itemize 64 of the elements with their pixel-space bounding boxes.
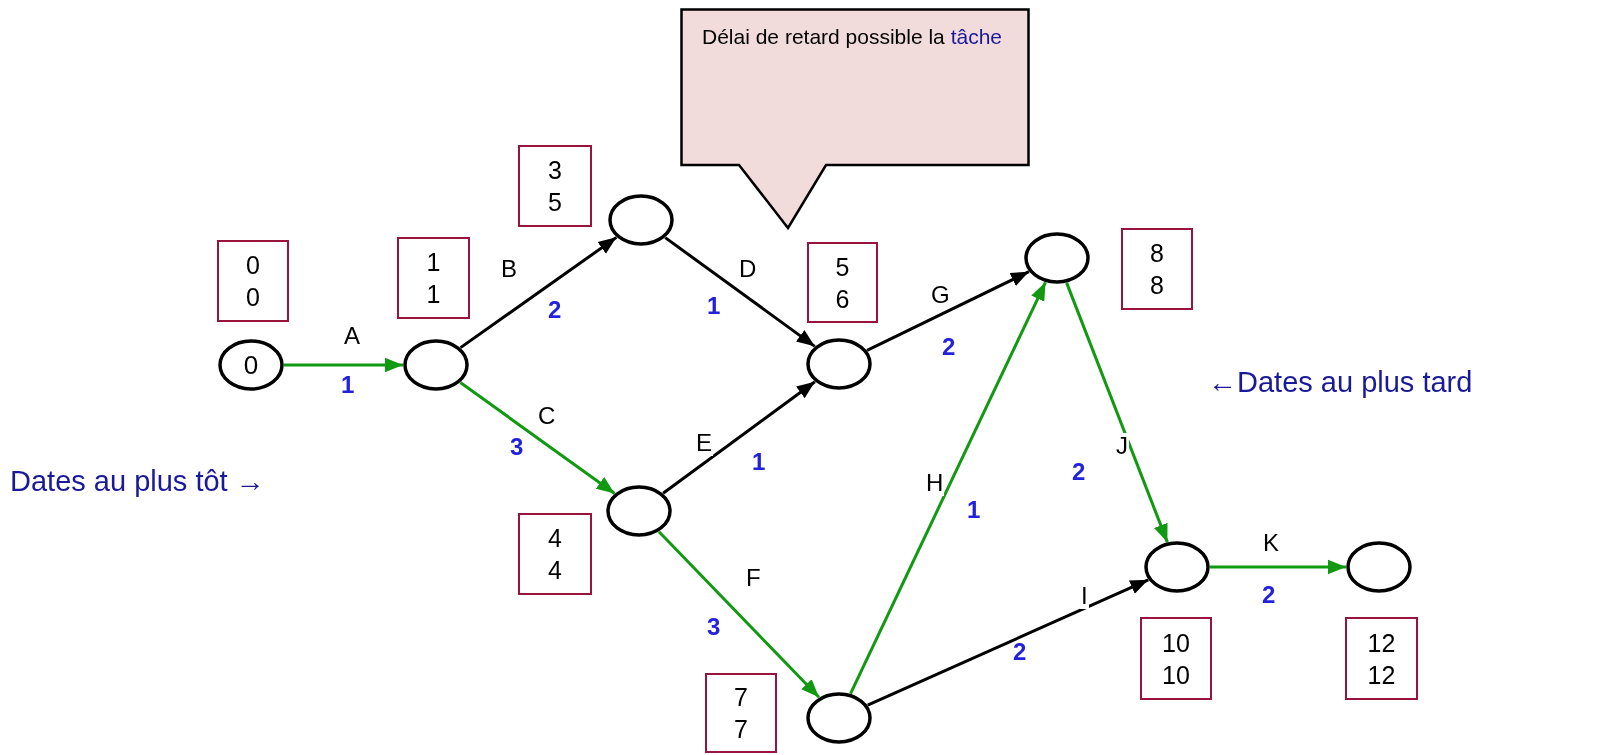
date-box [1345, 617, 1418, 700]
arrow [1065, 282, 1169, 543]
duration-label: 2 [1262, 580, 1276, 610]
duration-label: 1 [341, 370, 355, 400]
event-circle [1024, 232, 1090, 284]
duration-label: 2 [548, 295, 562, 325]
event-circle [403, 339, 469, 391]
callout-bubble [680, 8, 1030, 230]
annotation-text: ←Dates au plus tard [1208, 367, 1473, 397]
date-value: 0 [246, 282, 260, 313]
date-value: 12 [1367, 627, 1396, 659]
arrow [664, 236, 816, 348]
date-box [397, 237, 470, 319]
arrow [459, 236, 618, 349]
date-box [807, 242, 878, 323]
date-value: 1 [426, 279, 441, 310]
arrow [459, 381, 616, 495]
date-value: 5 [835, 251, 850, 283]
date-value: 7 [734, 714, 748, 745]
date-value: 8 [1150, 270, 1164, 301]
date-value: 8 [1150, 238, 1164, 269]
arrow [657, 530, 821, 699]
duration-label: 2 [942, 332, 956, 362]
date-value: 1 [426, 247, 441, 278]
date-value: 0 [246, 250, 260, 281]
date-value: 10 [1162, 659, 1190, 691]
arrow [849, 281, 1047, 695]
arrow [867, 578, 1149, 707]
event-circle [1144, 541, 1210, 593]
duration-label: 1 [707, 291, 721, 321]
duration-label: 3 [707, 612, 721, 642]
date-value: 4 [548, 523, 562, 554]
annotation-text: Dates au plus tôt → [10, 466, 265, 496]
duration-label: 3 [510, 432, 524, 462]
date-box [518, 145, 592, 227]
event-circle [1346, 541, 1412, 593]
event-number: 0 [243, 349, 259, 381]
event-circle [806, 338, 872, 390]
arrow [284, 357, 403, 373]
date-value: 12 [1367, 659, 1396, 691]
date-value: 3 [548, 155, 562, 186]
duration-label: 2 [1072, 457, 1086, 487]
arrow [662, 380, 816, 495]
date-value: 4 [548, 555, 562, 586]
event-circle [608, 194, 674, 246]
duration-label: 1 [967, 495, 981, 525]
event-circle [606, 485, 672, 537]
date-box [705, 673, 777, 753]
arrow [866, 270, 1030, 352]
start-event-circle [218, 339, 284, 391]
date-box [518, 513, 592, 595]
callout-text: Délai de retard possible la [702, 25, 945, 48]
date-value: 6 [835, 283, 850, 315]
highlighted-word: tâche [950, 25, 1003, 48]
event-circle [806, 692, 872, 744]
date-value: 10 [1162, 627, 1190, 659]
date-box [217, 240, 289, 322]
duration-label: 2 [1013, 637, 1027, 667]
date-box [1121, 228, 1193, 310]
date-box [1140, 617, 1212, 700]
date-value: 7 [734, 682, 748, 713]
duration-label: 1 [752, 447, 766, 477]
arrow [1210, 559, 1346, 575]
date-value: 5 [548, 187, 562, 218]
